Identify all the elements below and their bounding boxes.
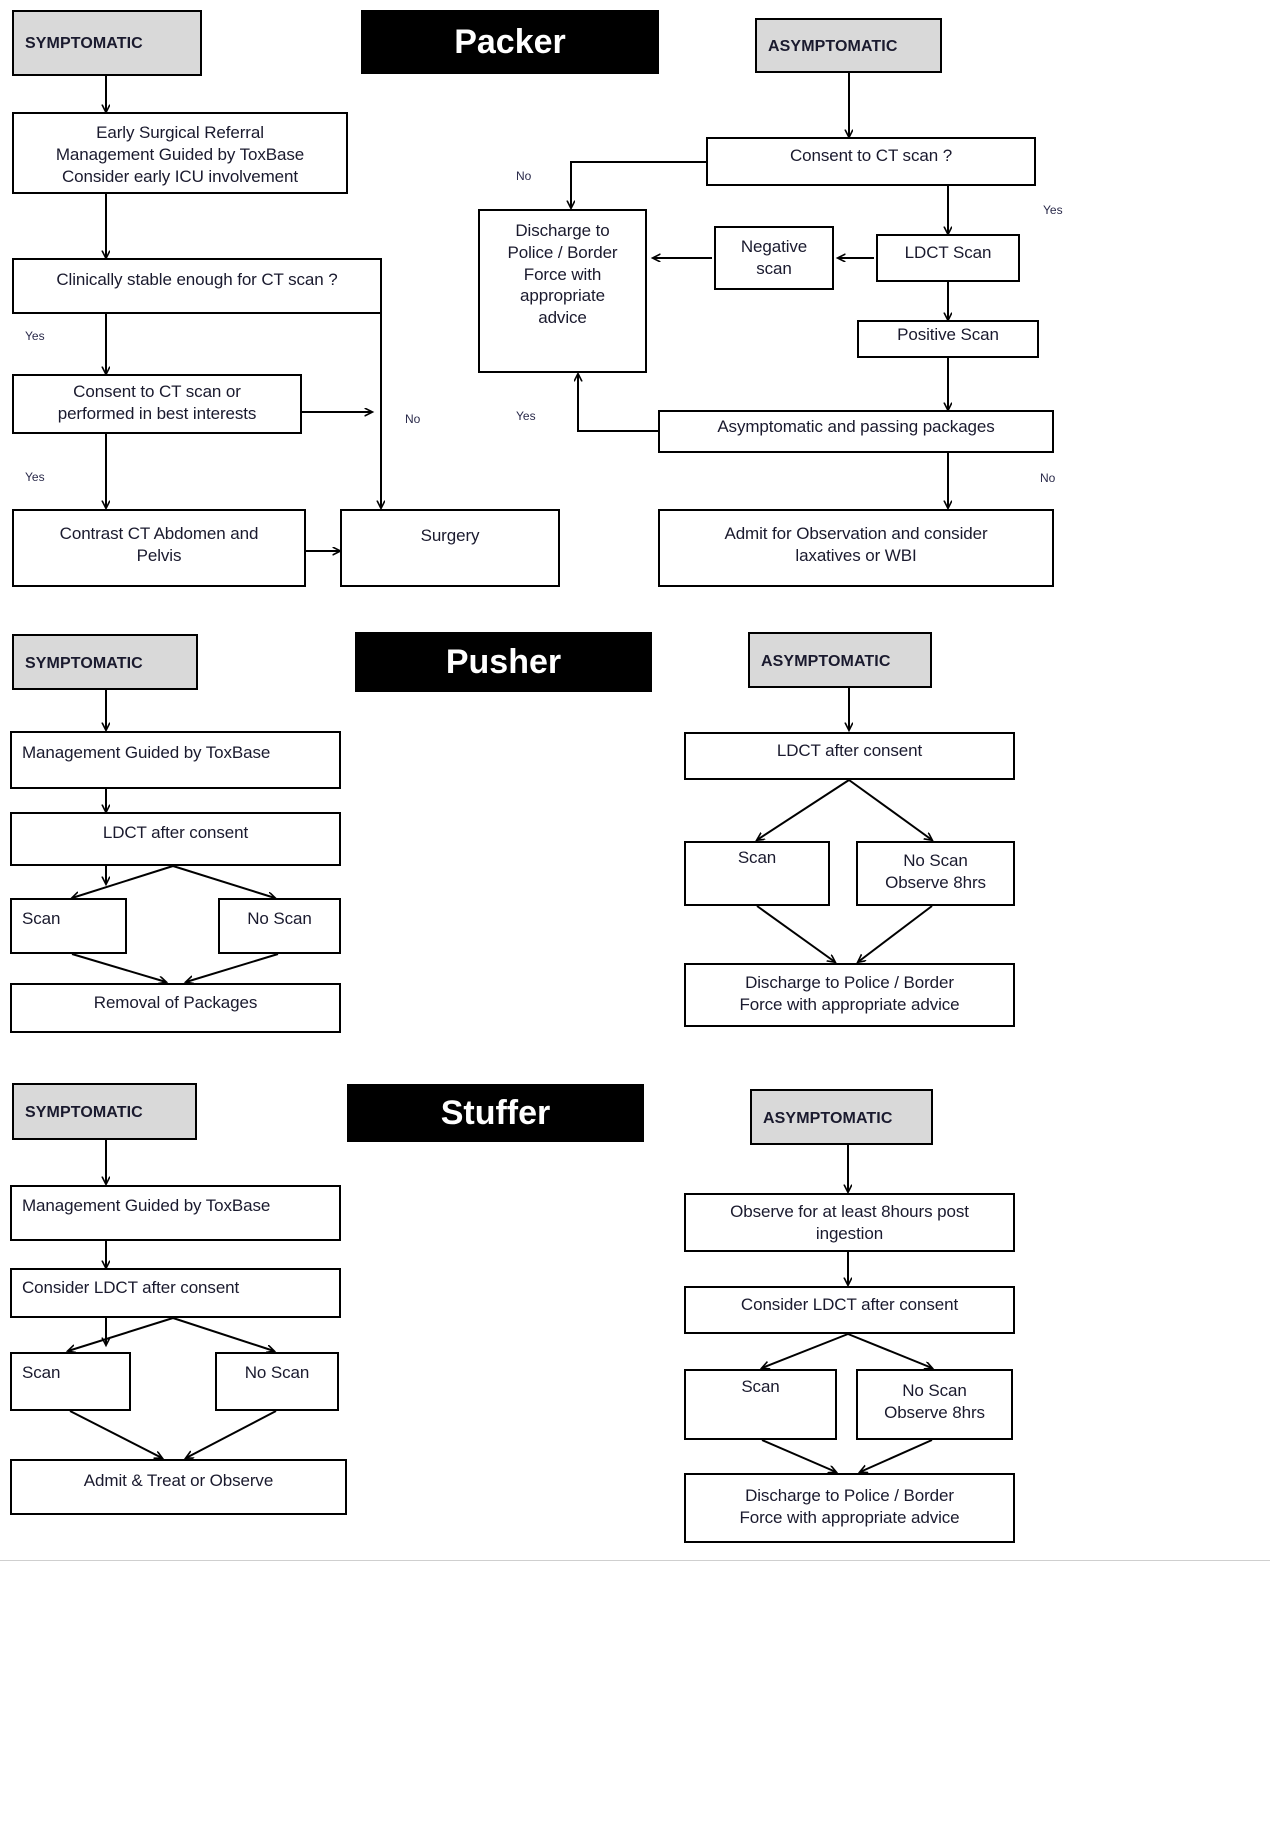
packer-discharge-police-border: Discharge to Police / Border Force with … [478, 209, 647, 373]
packer-surgery: Surgery [340, 509, 560, 587]
pusher-discharge-police-border: Discharge to Police / Border Force with … [684, 963, 1015, 1027]
edge-label-consent-ct-no: No [516, 169, 532, 183]
edge-label-passing-yes: Yes [516, 409, 536, 423]
line-1: Early Surgical Referral [96, 123, 264, 142]
pusher-no-scan: No Scan [218, 898, 341, 954]
pusher-management-toxbase: Management Guided by ToxBase [10, 731, 341, 789]
line-4: appropriate [520, 286, 605, 306]
edge-label-consent-ct-yes: Yes [1043, 203, 1063, 217]
line-2: Force with appropriate advice [739, 994, 960, 1014]
packer-consent-ct-decision: Consent to CT scan ? [706, 137, 1036, 186]
line-3: Consider early ICU involvement [61, 166, 299, 186]
stuffer-discharge-police-border: Discharge to Police / Border Force with … [684, 1473, 1015, 1543]
packer-admit-for-observation: Admit for Observation and consider laxat… [658, 509, 1054, 587]
packer-clinically-stable-decision: Clinically stable enough for CT scan ? [12, 258, 382, 314]
line-2: Management Guided by ToxBase [55, 144, 305, 164]
stuffer-no-scan-right: No Scan Observe 8hrs [856, 1369, 1013, 1440]
stuffer-management-toxbase: Management Guided by ToxBase [10, 1185, 341, 1241]
packer-symptomatic-header: SYMPTOMATIC [12, 10, 202, 76]
stuffer-scan: Scan [10, 1352, 131, 1411]
footer-divider [0, 1560, 1270, 1561]
line-3: Force with [523, 264, 602, 284]
line-2: laxatives or WBI [795, 545, 917, 565]
edge-label-consent-yes: Yes [25, 470, 45, 484]
line-2: Police / Border [507, 242, 618, 262]
line-2: scan [756, 258, 792, 278]
pusher-no-scan-right: No Scan Observe 8hrs [856, 841, 1015, 906]
packer-consent-or-best-interests: Consent to CT scan or performed in best … [12, 374, 302, 434]
edge-label-passing-no: No [1040, 471, 1056, 485]
stuffer-consider-ldct-right: Consider LDCT after consent [684, 1286, 1015, 1334]
stuffer-observe-8hours: Observe for at least 8hours post ingesti… [684, 1193, 1015, 1252]
line-1: Discharge to [515, 221, 610, 240]
pusher-banner: Pusher [355, 632, 652, 692]
packer-ldct-scan: LDCT Scan [876, 234, 1020, 282]
line-1: No Scan [903, 851, 968, 870]
stuffer-admit-treat-observe: Admit & Treat or Observe [10, 1459, 347, 1515]
line-1: No Scan [902, 1381, 967, 1400]
line-2: Force with appropriate advice [739, 1507, 960, 1527]
stuffer-consider-ldct: Consider LDCT after consent [10, 1268, 341, 1318]
packer-negative-scan: Negative scan [714, 226, 834, 290]
line-1: Discharge to Police / Border [745, 1486, 954, 1505]
packer-positive-scan: Positive Scan [857, 320, 1039, 358]
packer-early-surgical-referral: Early Surgical Referral Management Guide… [12, 112, 348, 194]
line-2: Observe 8hrs [885, 872, 986, 892]
line-1: Consent to CT scan or [73, 382, 241, 401]
pusher-ldct-after-consent: LDCT after consent [10, 812, 341, 866]
line-1: Contrast CT Abdomen and [59, 524, 259, 543]
line-5: advice [538, 308, 587, 327]
pusher-symptomatic-header: SYMPTOMATIC [12, 634, 198, 690]
line-1: Negative [740, 237, 808, 256]
packer-banner: Packer [361, 10, 659, 74]
stuffer-no-scan: No Scan [215, 1352, 339, 1411]
stuffer-symptomatic-header: SYMPTOMATIC [12, 1083, 197, 1140]
pusher-removal-of-packages: Removal of Packages [10, 983, 341, 1033]
packer-asymptomatic-header: ASYMPTOMATIC [755, 18, 942, 73]
packer-asymptomatic-passing-packages: Asymptomatic and passing packages [658, 410, 1054, 453]
edge-label-stable-no: No [405, 412, 421, 426]
line-1: Admit for Observation and consider [724, 524, 988, 543]
line-1: Discharge to Police / Border [745, 973, 954, 992]
pusher-scan-right: Scan [684, 841, 830, 906]
line-2: Observe 8hrs [884, 1402, 985, 1422]
packer-contrast-ct-abdomen-pelvis: Contrast CT Abdomen and Pelvis [12, 509, 306, 587]
stuffer-asymptomatic-header: ASYMPTOMATIC [750, 1089, 933, 1145]
line-1: Observe for at least 8hours post [730, 1202, 969, 1221]
pusher-asymptomatic-header: ASYMPTOMATIC [748, 632, 932, 688]
line-2: performed in best interests [57, 403, 257, 423]
pusher-scan: Scan [10, 898, 127, 954]
edge-label-stable-yes: Yes [25, 329, 45, 343]
stuffer-scan-right: Scan [684, 1369, 837, 1440]
line-2: ingestion [815, 1223, 884, 1243]
pusher-ldct-after-consent-right: LDCT after consent [684, 732, 1015, 780]
stuffer-banner: Stuffer [347, 1084, 644, 1142]
line-2: Pelvis [136, 545, 182, 565]
